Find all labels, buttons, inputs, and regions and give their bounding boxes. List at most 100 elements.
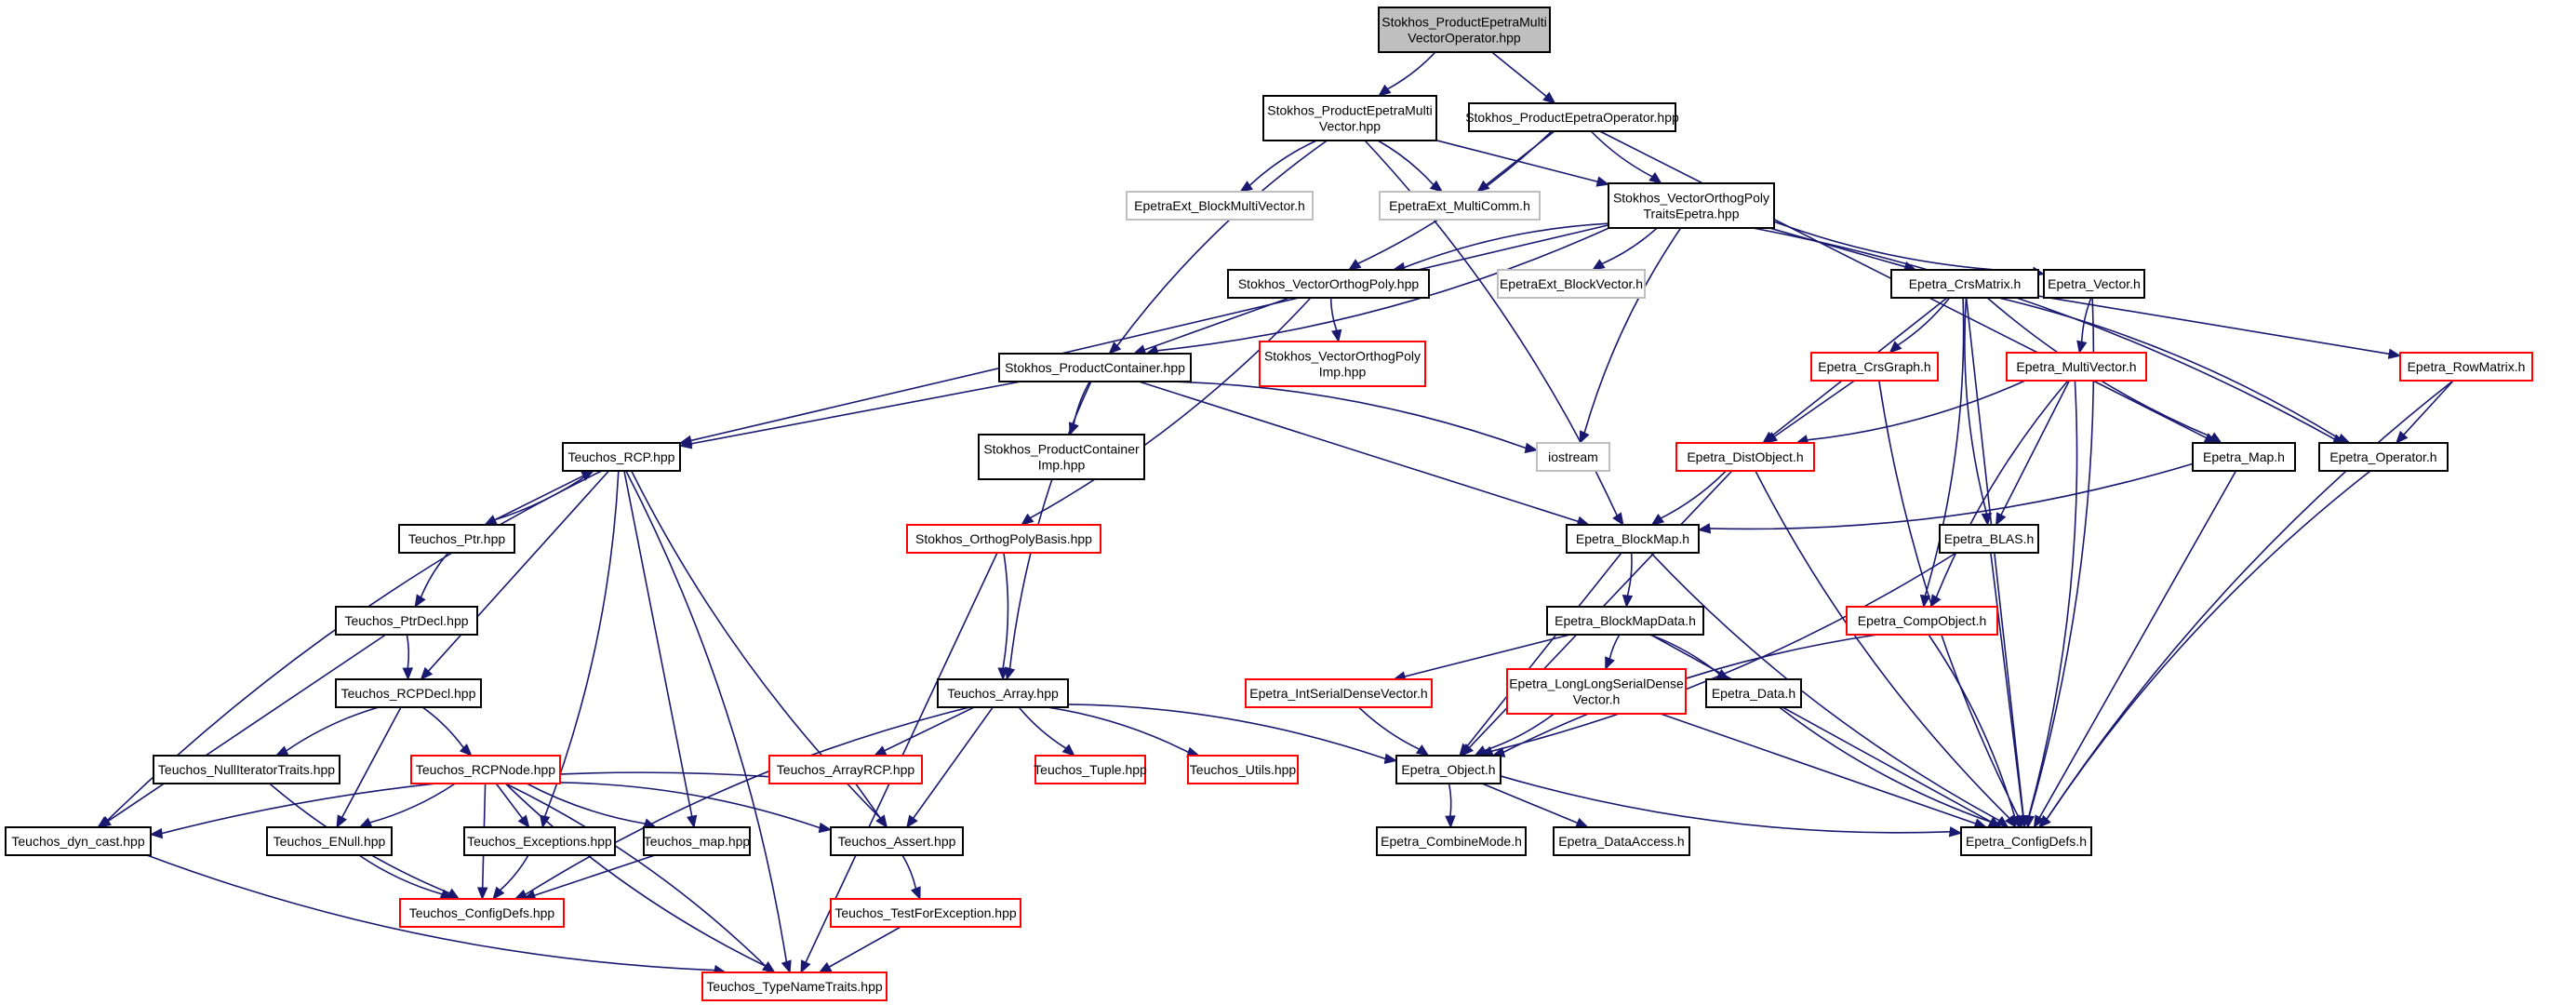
node-label: Stokhos_ProductEpetraOperator.hpp (1465, 110, 1679, 125)
node-box (1262, 95, 1437, 141)
edge-arr-to-tup (1018, 706, 1075, 757)
edge-dist-to-bmap (1650, 470, 1727, 526)
node-dyn[interactable]: Teuchos_dyn_cast.hpp (5, 826, 152, 856)
node-eobj[interactable]: Epetra_Object.h (1395, 755, 1502, 784)
node-crs[interactable]: Epetra_CrsMatrix.h (1890, 269, 2039, 299)
node-label: EpetraExt_MultiComm.h (1389, 198, 1530, 213)
node-eop[interactable]: Epetra_Operator.h (2318, 442, 2449, 472)
node-box (2043, 269, 2145, 299)
node-ptrd[interactable]: Teuchos_PtrDecl.hpp (335, 606, 478, 636)
node-label: Teuchos_TypeNameTraits.hpp (706, 979, 883, 994)
node-box (1126, 191, 1314, 221)
node-box (1395, 755, 1502, 784)
node-ptr[interactable]: Teuchos_Ptr.hpp (398, 524, 515, 554)
node-evec[interactable]: Epetra_Vector.h (2043, 269, 2145, 299)
edge-mv-to-blas (1995, 380, 2071, 527)
node-label: Stokhos_VectorOrthogPoly (1613, 191, 1769, 206)
node-bmap[interactable]: Epetra_BlockMap.h (1566, 524, 1700, 554)
node-cobj[interactable]: Epetra_CompObject.h (1846, 606, 1998, 636)
node-label: Epetra_Data.h (1712, 686, 1795, 701)
node-tas[interactable]: Teuchos_Assert.hpp (830, 826, 964, 856)
node-label: Epetra_CrsGraph.h (1818, 359, 1930, 374)
node-arcp[interactable]: Teuchos_ArrayRCP.hpp (768, 755, 923, 784)
node-arr[interactable]: Teuchos_Array.hpp (937, 678, 1069, 708)
edge-cobj-to-ecd (1928, 634, 2021, 829)
node-box (398, 524, 515, 554)
edge-crs-to-cobj (1919, 297, 1965, 609)
node-enull[interactable]: Teuchos_ENull.hpp (266, 826, 393, 856)
node-isdv[interactable]: Epetra_IntSerialDenseVector.h (1245, 678, 1433, 708)
edge-pemv-to-ebmv (1239, 140, 1317, 193)
node-crsg[interactable]: Epetra_CrsGraph.h (1810, 352, 1939, 382)
node-box (1553, 826, 1690, 856)
node-peo[interactable]: Stokhos_ProductEpetraOperator.hpp (1465, 102, 1679, 132)
node-box (1566, 524, 1700, 554)
edge-eobj-to-ecm (1445, 783, 1456, 829)
edge-eobj-to-ecd (1500, 775, 1963, 838)
node-box (5, 826, 152, 856)
node-pc[interactable]: Stokhos_ProductContainer.hpp (998, 353, 1192, 382)
node-emc[interactable]: EpetraExt_MultiComm.h (1379, 191, 1541, 221)
node-eda[interactable]: Epetra_DataAccess.h (1553, 826, 1690, 856)
node-root[interactable]: Stokhos_ProductEpetraMultiVectorOperator… (1378, 7, 1551, 53)
node-label: Epetra_RowMatrix.h (2408, 359, 2526, 374)
edge-bmap-to-eobj (1459, 552, 1622, 757)
node-tfe[interactable]: Teuchos_TestForException.hpp (830, 898, 1021, 928)
node-emap[interactable]: Epetra_Map.h (2192, 442, 2296, 472)
node-rcp[interactable]: Teuchos_RCP.hpp (562, 442, 681, 472)
node-ebmv[interactable]: EpetraExt_BlockMultiVector.h (1126, 191, 1314, 221)
node-ecm[interactable]: Epetra_CombineMode.h (1376, 826, 1527, 856)
node-nit[interactable]: Teuchos_NullIteratorTraits.hpp (153, 755, 340, 784)
node-opb[interactable]: Stokhos_OrthogPolyBasis.hpp (906, 524, 1101, 554)
node-utl[interactable]: Teuchos_Utils.hpp (1187, 755, 1299, 784)
edge-rcpn-to-enull (358, 783, 456, 828)
node-tcd[interactable]: Teuchos_ConfigDefs.hpp (399, 898, 565, 928)
node-box (1506, 668, 1687, 715)
node-mv[interactable]: Epetra_MultiVector.h (2006, 352, 2147, 382)
node-ebv[interactable]: EpetraExt_BlockVector.h (1497, 269, 1646, 299)
edge-tmap-to-tcd (522, 854, 656, 901)
node-bmd[interactable]: Epetra_BlockMapData.h (1546, 606, 1704, 636)
node-label: Epetra_CompObject.h (1858, 613, 1987, 628)
node-blas[interactable]: Epetra_BLAS.h (1939, 524, 2039, 554)
edge-exc-to-tcd (492, 854, 529, 901)
node-box (1810, 352, 1939, 382)
edge-llsdv-to-ecd (1660, 713, 1988, 829)
edge-bmd-to-ecd (1649, 634, 2002, 828)
node-tmap[interactable]: Teuchos_map.hpp (643, 826, 751, 856)
node-ios[interactable]: iostream (1536, 442, 1610, 472)
node-rcpd[interactable]: Teuchos_RCPDecl.hpp (335, 678, 482, 708)
node-box (335, 606, 478, 636)
edge-bmap-to-bmd (1622, 552, 1634, 609)
node-dist[interactable]: Epetra_DistObject.h (1675, 442, 1815, 472)
edge-eop-to-ecd (2038, 470, 2371, 828)
node-box (1705, 678, 1802, 708)
node-label: VectorOperator.hpp (1408, 31, 1521, 46)
node-label: Stokhos_ProductEpetraMulti (1381, 15, 1546, 30)
node-exc[interactable]: Teuchos_Exceptions.hpp (463, 826, 616, 856)
edge-ptr-to-rcp (484, 470, 594, 526)
edge-arr-to-tas (905, 706, 994, 829)
node-box (2192, 442, 2296, 472)
edge-evec-to-mv (2076, 297, 2092, 355)
node-edata[interactable]: Epetra_Data.h (1705, 678, 1802, 708)
node-vop[interactable]: Stokhos_VectorOrthogPoly.hpp (1227, 269, 1430, 299)
node-rowm[interactable]: Epetra_RowMatrix.h (2399, 352, 2533, 382)
node-label: Stokhos_OrthogPolyBasis.hpp (915, 531, 1092, 546)
node-box (266, 826, 393, 856)
edge-opb-to-arr (997, 552, 1009, 681)
node-tup[interactable]: Teuchos_Tuple.hpp (1034, 755, 1147, 784)
node-ecd[interactable]: Epetra_ConfigDefs.h (1960, 826, 2092, 856)
node-tnt[interactable]: Teuchos_TypeNameTraits.hpp (701, 972, 888, 1001)
node-label: Epetra_ConfigDefs.h (1966, 834, 2087, 849)
node-label: Stokhos_ProductContainer.hpp (1005, 360, 1185, 375)
edge-root-to-peo (1491, 51, 1556, 104)
node-label: Teuchos_Utils.hpp (1190, 762, 1297, 777)
node-rcpn[interactable]: Teuchos_RCPNode.hpp (410, 755, 561, 784)
edge-blas-to-eobj (1479, 552, 1957, 757)
